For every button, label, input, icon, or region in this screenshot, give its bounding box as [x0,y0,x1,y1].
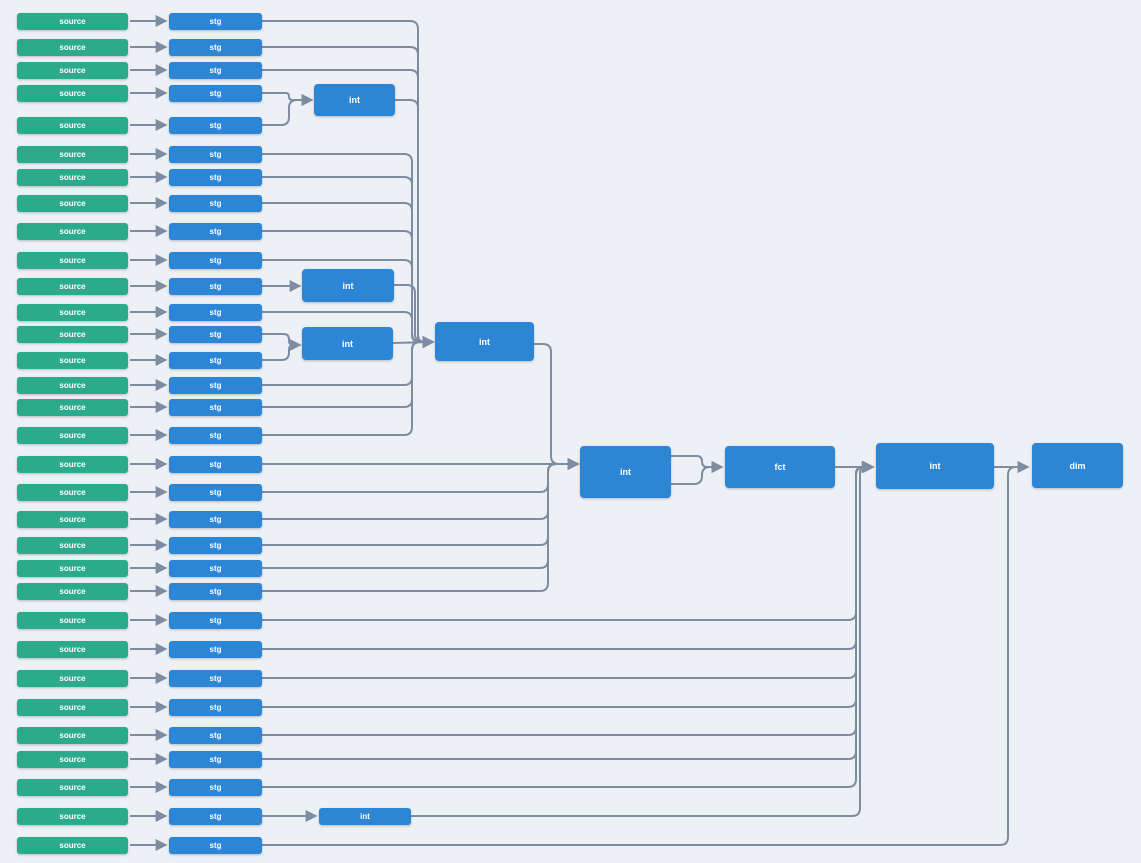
stg-node-29[interactable]: stg [169,750,262,768]
source-node-17[interactable]: source [17,426,128,444]
edge-stg-23-to-int-e [262,458,580,592]
stg-node-2[interactable]: stg [169,38,262,56]
source-node-29[interactable]: source [17,750,128,768]
stg-node-28[interactable]: stg [169,726,262,744]
stg-node-32[interactable]: stg [169,836,262,854]
source-node-10[interactable]: source [17,251,128,269]
stg-node-23[interactable]: stg [169,582,262,600]
edge-stg-29-to-int-f [262,461,875,760]
edge-stg-25-to-int-f [262,461,875,650]
stg-node-15[interactable]: stg [169,376,262,394]
stg-node-3[interactable]: stg [169,61,262,79]
source-node-7[interactable]: source [17,168,128,186]
stg-node-17[interactable]: stg [169,426,262,444]
stg-node-14[interactable]: stg [169,351,262,369]
stg-node-6[interactable]: stg [169,145,262,163]
source-node-19[interactable]: source [17,483,128,501]
source-node-26[interactable]: source [17,669,128,687]
source-node-2[interactable]: source [17,38,128,56]
edge-stg-21-to-int-e [262,458,580,546]
edge-stg-27-to-int-f [262,461,875,708]
stg-node-7[interactable]: stg [169,168,262,186]
stg-node-27[interactable]: stg [169,698,262,716]
intermediate-node-int-g[interactable]: int [319,808,411,825]
source-node-27[interactable]: source [17,698,128,716]
dimension-node-dim[interactable]: dim [1032,443,1123,488]
source-node-25[interactable]: source [17,640,128,658]
intermediate-node-int-a[interactable]: int [314,84,395,116]
intermediate-node-int-f[interactable]: int [876,443,994,489]
stg-node-25[interactable]: stg [169,640,262,658]
stg-node-5[interactable]: stg [169,116,262,134]
source-node-4[interactable]: source [17,84,128,102]
stg-node-9[interactable]: stg [169,222,262,240]
edge-stg-4-to-int-a [262,92,314,106]
source-node-20[interactable]: source [17,510,128,528]
source-node-21[interactable]: source [17,536,128,554]
source-node-23[interactable]: source [17,582,128,600]
source-node-24[interactable]: source [17,611,128,629]
stg-node-10[interactable]: stg [169,251,262,269]
source-node-6[interactable]: source [17,145,128,163]
stg-node-31[interactable]: stg [169,807,262,825]
stg-node-1[interactable]: stg [169,12,262,30]
source-node-9[interactable]: source [17,222,128,240]
source-node-28[interactable]: source [17,726,128,744]
edge-stg-13-to-int-c [262,333,302,351]
source-node-22[interactable]: source [17,559,128,577]
source-node-16[interactable]: source [17,398,128,416]
intermediate-node-int-b[interactable]: int [302,269,394,302]
source-node-32[interactable]: source [17,836,128,854]
source-node-18[interactable]: source [17,455,128,473]
stg-node-11[interactable]: stg [169,277,262,295]
stg-node-20[interactable]: stg [169,510,262,528]
intermediate-node-int-d[interactable]: int [435,322,534,361]
edge-stg-22-to-int-e [262,458,580,569]
stg-node-8[interactable]: stg [169,194,262,212]
edge-int-e-to-fct [671,461,724,485]
stg-node-16[interactable]: stg [169,398,262,416]
stg-node-22[interactable]: stg [169,559,262,577]
edge-stg-32-to-dim [262,461,1030,846]
source-node-8[interactable]: source [17,194,128,212]
edge-int-g-to-int-f [411,461,875,817]
stg-node-30[interactable]: stg [169,778,262,796]
edge-stg-6-to-int-d [262,153,435,348]
edge-int-e-to-fct [671,455,724,473]
stg-node-26[interactable]: stg [169,669,262,687]
edge-stg-5-to-int-a [262,94,314,126]
stg-node-13[interactable]: stg [169,325,262,343]
edge-stg-14-to-int-c [262,339,302,361]
source-node-31[interactable]: source [17,807,128,825]
edge-int-d-to-int-e [534,343,580,470]
source-node-5[interactable]: source [17,116,128,134]
stg-node-12[interactable]: stg [169,303,262,321]
edge-stg-24-to-int-f [262,461,875,621]
edge-stg-17-to-int-d [262,336,435,436]
edge-stg-30-to-int-f [262,461,875,788]
edge-stg-19-to-int-e [262,458,580,493]
stg-node-21[interactable]: stg [169,536,262,554]
stg-node-24[interactable]: stg [169,611,262,629]
source-node-15[interactable]: source [17,376,128,394]
source-node-12[interactable]: source [17,303,128,321]
intermediate-node-int-e[interactable]: int [580,446,671,498]
source-node-11[interactable]: source [17,277,128,295]
source-node-14[interactable]: source [17,351,128,369]
source-node-3[interactable]: source [17,61,128,79]
stg-node-4[interactable]: stg [169,84,262,102]
source-node-1[interactable]: source [17,12,128,30]
fact-node-fct[interactable]: fct [725,446,835,488]
stg-node-19[interactable]: stg [169,483,262,501]
intermediate-node-int-c[interactable]: int [302,327,393,360]
edge-stg-28-to-int-f [262,461,875,736]
edge-stg-26-to-int-f [262,461,875,679]
source-node-13[interactable]: source [17,325,128,343]
source-node-30[interactable]: source [17,778,128,796]
stg-node-18[interactable]: stg [169,455,262,473]
